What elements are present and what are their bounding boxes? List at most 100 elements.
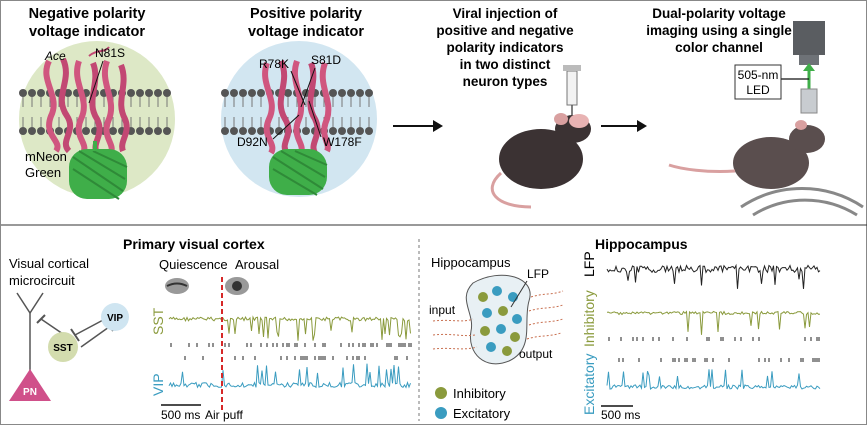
hippo-scalebar-label: 500 ms [601, 408, 640, 422]
n81s-pointer [88, 60, 104, 104]
inhibitory-trace-label: Inhibitory [581, 290, 597, 347]
w178f-label: W178F [323, 135, 362, 149]
sst-raster [170, 343, 412, 347]
lipid-head [221, 89, 229, 97]
lipid-head [302, 127, 310, 135]
lipid-head [356, 127, 364, 135]
lipid-head [28, 127, 36, 135]
lipid-head [230, 89, 238, 97]
circuit-label-line1: Visual cortical [9, 256, 89, 271]
lipid-head [127, 89, 135, 97]
excitatory-raster [618, 358, 820, 362]
inhibitory-trace [606, 310, 821, 335]
hippo-cell [492, 286, 502, 296]
hippocampus-section: Hippocampus LFP input output Inhibitory … [429, 236, 821, 422]
hippo-cell [498, 306, 508, 316]
arrow-right-icon [601, 120, 647, 132]
lipid-head [154, 89, 162, 97]
inhibitory-raster [608, 337, 820, 341]
green-fp-barrel [269, 149, 328, 196]
hippo-cell [496, 324, 506, 334]
lfp-diagram-label: LFP [527, 267, 549, 281]
lipid-head [221, 127, 229, 135]
pn-neuron [9, 369, 51, 401]
led-line2: LED [746, 83, 770, 97]
lipid-head [37, 127, 45, 135]
lipid-head [248, 127, 256, 135]
arrow-right-icon [393, 120, 443, 132]
lipid-head [145, 89, 153, 97]
led-box [734, 64, 782, 100]
vip-trace-label: VIP [150, 373, 166, 396]
lipid-head [136, 127, 144, 135]
negative-indicator-panel: Negative polarity voltage indicator Ace … [19, 6, 175, 200]
sst-node [48, 332, 78, 362]
lipid-head [257, 127, 265, 135]
s81d-label: S81D [311, 53, 341, 67]
w178f-pointer [308, 100, 322, 138]
lipid-head [82, 127, 90, 135]
pos-title-line1: Positive polarity [250, 6, 362, 22]
lipid-head [19, 89, 27, 97]
n81s-label: N81S [95, 46, 125, 60]
hippo-cell [508, 292, 518, 302]
vip-node [101, 303, 129, 331]
inhibitory-legend-label: Inhibitory [453, 386, 506, 401]
lipid-head [248, 89, 256, 97]
lipid-head [145, 127, 153, 135]
lfp-trace [606, 263, 821, 289]
lipid-head [163, 89, 171, 97]
lipid-head [230, 127, 238, 135]
excitatory-legend-label: Excitatory [453, 406, 511, 421]
lipid-head [275, 127, 283, 135]
hippo-cells [478, 286, 522, 356]
hippo-cell [478, 292, 488, 302]
eye-icon [225, 277, 249, 295]
lipid-head [347, 89, 355, 97]
lipid-head [136, 89, 144, 97]
mneongreen-barrel [69, 141, 128, 200]
lipid-head [37, 89, 45, 97]
lipid-head [338, 127, 346, 135]
mouse-on-wheel-icon [668, 120, 864, 217]
viral-line4: in two distinct [460, 57, 551, 72]
vip-trace [168, 363, 411, 389]
lipid-head [163, 127, 171, 135]
dual-line1: Dual-polarity voltage [652, 6, 786, 21]
lipid-head [55, 127, 63, 135]
viral-line2: positive and negative [436, 23, 574, 38]
dual-imaging-panel: Dual-polarity voltage imaging using a si… [646, 6, 864, 217]
d92n-label: D92N [237, 135, 268, 149]
positive-protein-helices [262, 59, 332, 155]
neg-title-line2: voltage indicator [29, 24, 145, 40]
excitatory-trace [606, 369, 821, 391]
d92n-pointer [272, 114, 300, 140]
ace-label: Ace [44, 49, 66, 63]
lipid-head [284, 89, 292, 97]
positive-indicator-panel: Positive polarity voltage indicator R78K… [221, 6, 377, 197]
viral-line1: Viral injection of [453, 6, 558, 21]
lipid-head [28, 89, 36, 97]
s81d-pointer [300, 67, 316, 108]
hippo-diagram-title: Hippocampus [431, 255, 511, 270]
hippo-cell [512, 314, 522, 324]
output-label: output [519, 347, 553, 361]
viral-injection-panel: Viral injection of positive and negative… [436, 6, 591, 209]
viral-line5: neuron types [463, 74, 548, 89]
sst-node-label: SST [53, 343, 72, 354]
lipid-head [329, 127, 337, 135]
mneon-label-line2: Green [25, 165, 61, 180]
inhibitory-legend-dot [435, 387, 447, 399]
viral-line3: polarity indicators [446, 40, 563, 55]
lfp-probe [510, 280, 528, 308]
output-fibers [526, 290, 564, 340]
pn-label: PN [23, 387, 37, 398]
lipid-head [19, 127, 27, 135]
lipid-head [338, 89, 346, 97]
visual-section-title: Primary visual cortex [123, 236, 265, 252]
neg-title-line1: Negative polarity [29, 6, 146, 22]
lipid-head [356, 89, 364, 97]
lipid-head [239, 89, 247, 97]
